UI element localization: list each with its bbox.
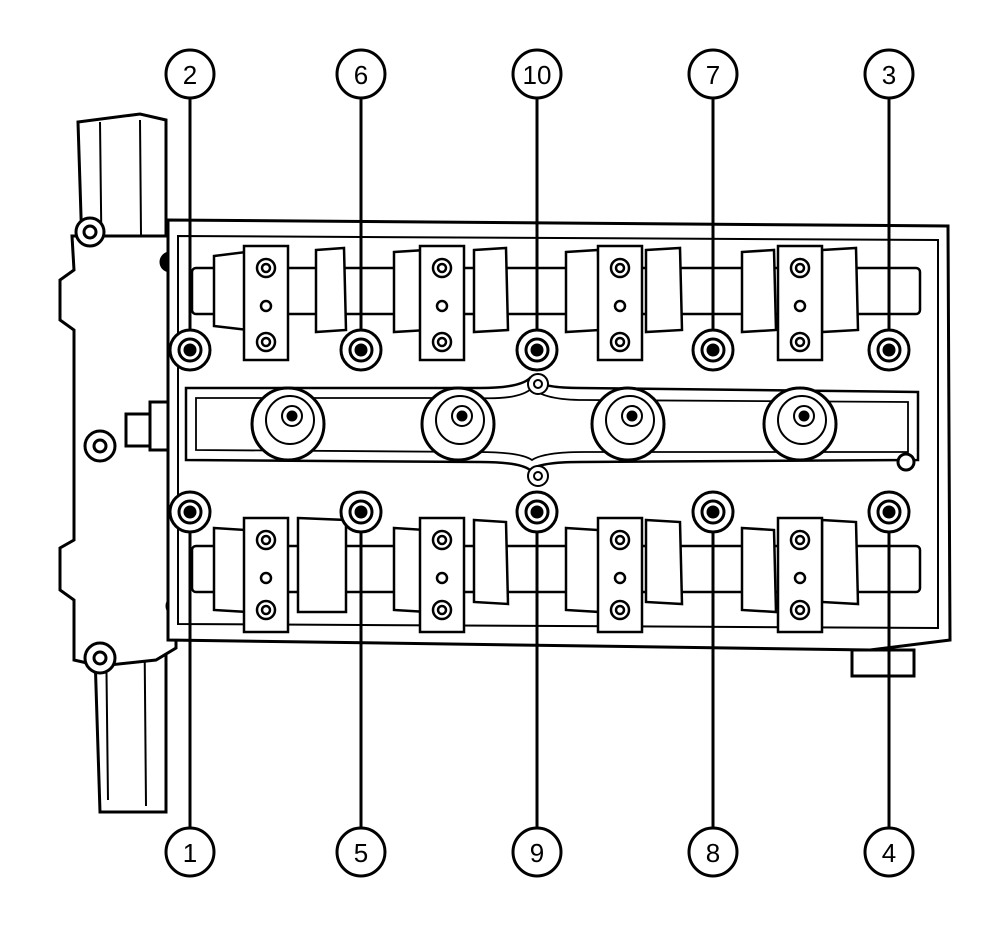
head-bolt-7 <box>691 96 735 372</box>
head-bolt-8 <box>691 490 735 830</box>
svg-text:7: 7 <box>706 60 720 90</box>
camshaft-bearing-caps <box>242 244 824 634</box>
spark-plug-well-3 <box>590 386 666 462</box>
head-bolts-bottom-row <box>168 490 911 830</box>
head-bolt-5 <box>339 490 383 830</box>
callout-top-5: 3 <box>863 48 915 100</box>
head-bolt-9 <box>515 490 559 830</box>
spark-plug-well-2 <box>420 386 496 462</box>
intake-camshaft <box>190 246 922 334</box>
spark-plug-wells <box>250 373 838 487</box>
svg-text:4: 4 <box>882 838 896 868</box>
bearing-cap-bottom-1 <box>242 516 290 634</box>
callout-top-2: 6 <box>335 48 387 100</box>
bearing-cap-top-2 <box>418 244 466 362</box>
svg-text:1: 1 <box>183 838 197 868</box>
callout-bottom-4: 8 <box>687 826 739 878</box>
bearing-cap-top-4 <box>776 244 824 362</box>
bearing-cap-top-1 <box>242 244 290 362</box>
head-bolt-10 <box>515 96 559 372</box>
callout-top-3: 10 <box>511 48 563 100</box>
bearing-cap-top-3 <box>596 244 644 362</box>
svg-text:3: 3 <box>882 60 896 90</box>
head-bolt-6 <box>339 96 383 372</box>
svg-text:5: 5 <box>354 838 368 868</box>
svg-text:10: 10 <box>523 60 552 90</box>
head-bolt-4 <box>867 490 911 830</box>
head-bolt-3 <box>867 96 911 372</box>
bearing-cap-bottom-4 <box>776 516 824 634</box>
head-bolts-top-row <box>168 96 911 372</box>
callout-bottom-5: 4 <box>863 826 915 878</box>
spark-plug-well-4 <box>762 386 838 462</box>
callout-top-4: 7 <box>687 48 739 100</box>
callout-bottom-2: 5 <box>335 826 387 878</box>
callout-bottom-1: 1 <box>164 826 216 878</box>
svg-text:9: 9 <box>530 838 544 868</box>
bearing-cap-bottom-2 <box>418 516 466 634</box>
svg-text:2: 2 <box>183 60 197 90</box>
spark-plug-well-1 <box>250 386 326 462</box>
bearing-cap-bottom-3 <box>596 516 644 634</box>
head-bolt-2 <box>168 96 212 372</box>
svg-text:8: 8 <box>706 838 720 868</box>
head-bolt-1 <box>168 490 212 830</box>
callout-top-1: 2 <box>164 48 216 100</box>
svg-text:6: 6 <box>354 60 368 90</box>
callouts-top: 2 6 10 7 3 <box>164 48 915 100</box>
callout-bottom-3: 9 <box>511 826 563 878</box>
callouts-bottom: 1 5 9 8 4 <box>164 826 915 878</box>
